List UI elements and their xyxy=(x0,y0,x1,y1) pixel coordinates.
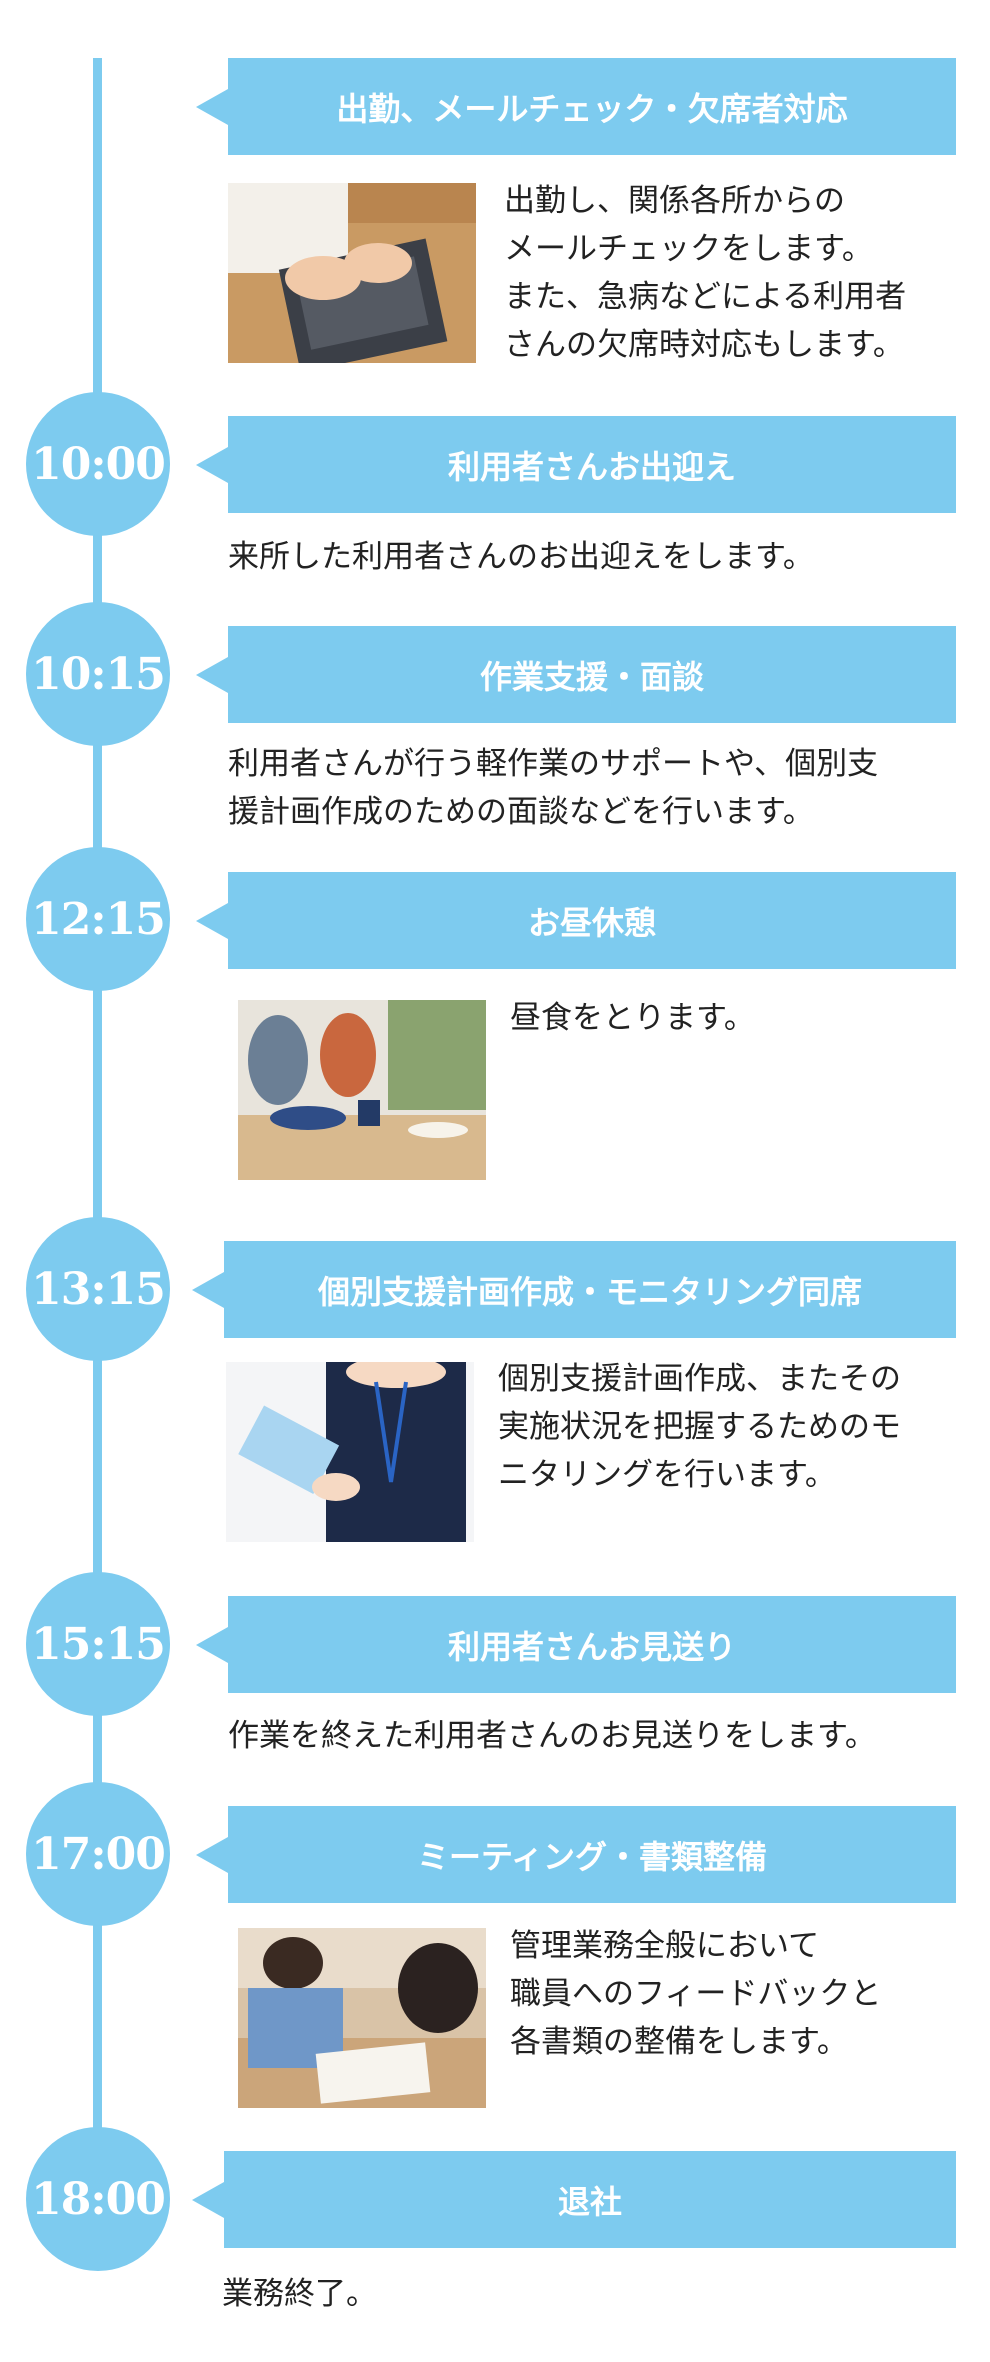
event-header-seeoff: 利用者さんお見送り xyxy=(196,1596,956,1693)
description-line: 個別支援計画作成、またその xyxy=(498,1361,901,1397)
time-badge-1315: 13:15 xyxy=(26,1217,170,1361)
time-badge-1015: 10:15 xyxy=(26,602,170,746)
event-header-lunch: お昼休憩 xyxy=(196,872,956,969)
description-line: 援計画作成のための面談などを行います。 xyxy=(228,794,814,830)
laptop-typing-photo xyxy=(228,183,476,363)
time-badge-1800: 18:00 xyxy=(26,2127,170,2271)
description-line: 業務終了。 xyxy=(222,2276,377,2312)
event-header-planning: 個別支援計画作成・モニタリング同席 xyxy=(192,1241,956,1338)
event-title: お昼休憩 xyxy=(527,903,656,942)
time-label: 12:15 xyxy=(31,893,166,945)
description-line: 利用者さんが行う軽作業のサポートや、個別支 xyxy=(228,746,879,782)
event-title: 利用者さんお見送り xyxy=(447,1627,736,1666)
time-badge-1515: 15:15 xyxy=(26,1572,170,1716)
description-line: 作業を終えた利用者さんのお見送りをします。 xyxy=(228,1718,876,1754)
event-description-lunch: 昼食をとります。 xyxy=(510,994,755,1042)
timeline-line xyxy=(93,58,102,2228)
meeting-photo xyxy=(238,1928,486,2108)
event-title: ミーティング・書類整備 xyxy=(416,1837,768,1876)
event-description-leave: 業務終了。 xyxy=(222,2270,377,2318)
description-line: 各書類の整備をします。 xyxy=(510,2024,848,2060)
event-description-seeoff: 作業を終えた利用者さんのお見送りをします。 xyxy=(228,1712,876,1760)
description-line: さんの欠席時対応もします。 xyxy=(504,327,904,363)
event-header-arrival: 出勤、メールチェック・欠席者対応 xyxy=(196,58,956,155)
description-line: 昼食をとります。 xyxy=(510,1000,755,1036)
time-badge-1000: 10:00 xyxy=(26,392,170,536)
event-header-greeting: 利用者さんお出迎え xyxy=(196,416,956,513)
event-header-leave: 退社 xyxy=(192,2151,956,2248)
event-description-planning: 個別支援計画作成、またその 実施状況を把握するためのモ ニタリングを行います。 xyxy=(498,1355,901,1499)
event-title: 出勤、メールチェック・欠席者対応 xyxy=(336,89,848,128)
description-line: 出勤し、関係各所からの xyxy=(504,183,845,219)
description-line: 実施状況を把握するためのモ xyxy=(498,1409,901,1445)
event-header-meeting: ミーティング・書類整備 xyxy=(196,1806,956,1903)
event-title: 利用者さんお出迎え xyxy=(447,447,736,486)
time-label: 17:00 xyxy=(31,1828,166,1880)
description-line: 職員へのフィードバックと xyxy=(510,1976,882,2012)
event-description-support: 利用者さんが行う軽作業のサポートや、個別支 援計画作成のための面談などを行います… xyxy=(228,740,878,836)
lunch-photo xyxy=(238,1000,486,1180)
time-label: 13:15 xyxy=(31,1263,166,1315)
time-badge-1700: 17:00 xyxy=(26,1782,170,1926)
event-title: 個別支援計画作成・モニタリング同席 xyxy=(317,1272,862,1311)
event-title: 退社 xyxy=(557,2182,622,2221)
description-line: メールチェックをします。 xyxy=(504,231,873,267)
event-description-arrival: 出勤し、関係各所からの メールチェックをします。 また、急病などによる利用者 さ… xyxy=(504,177,906,369)
time-badge-1215: 12:15 xyxy=(26,847,170,991)
tablet-staff-photo xyxy=(226,1362,474,1542)
event-description-meeting: 管理業務全般において 職員へのフィードバックと 各書類の整備をします。 xyxy=(510,1922,881,2066)
event-description-greeting: 来所した利用者さんのお出迎えをします。 xyxy=(228,533,814,581)
description-line: また、急病などによる利用者 xyxy=(504,279,907,315)
event-header-support: 作業支援・面談 xyxy=(196,626,956,723)
event-title: 作業支援・面談 xyxy=(479,657,704,696)
description-line: 来所した利用者さんのお出迎えをします。 xyxy=(228,539,814,575)
time-label: 15:15 xyxy=(31,1618,166,1670)
time-label: 10:15 xyxy=(31,648,166,700)
time-label: 18:00 xyxy=(31,2173,166,2225)
description-line: ニタリングを行います。 xyxy=(498,1457,836,1493)
description-line: 管理業務全般において xyxy=(510,1928,820,1964)
time-label: 10:00 xyxy=(31,438,166,490)
